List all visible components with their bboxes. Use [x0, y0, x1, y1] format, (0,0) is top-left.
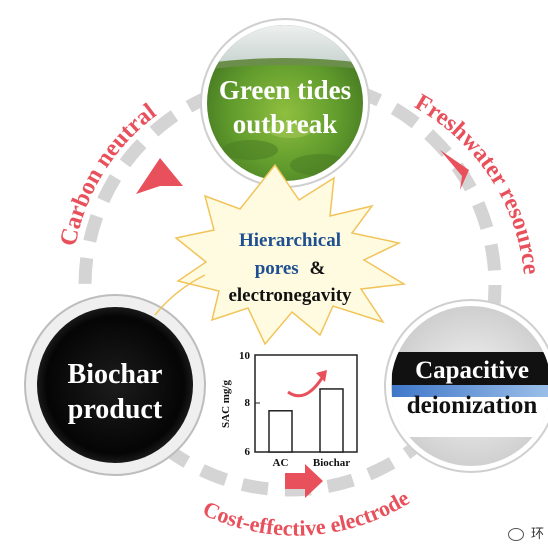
bar-biochar — [319, 388, 344, 453]
node-label-capacitive-line1: Capacitive — [415, 357, 529, 384]
y-tick-label-10: 10 — [239, 350, 251, 362]
node-capacitive-deionization — [384, 299, 548, 473]
bar-ac — [268, 410, 293, 453]
center-starburst — [174, 163, 407, 346]
node-label-capacitive-line2: deionization — [407, 392, 538, 419]
center-text-pores: pores — [255, 258, 299, 279]
inset-bar-chart: SAC mg/g 10 8 6 AC Biochar — [220, 350, 358, 469]
arrow-freshwater-icon — [440, 150, 469, 190]
arrow-cost-effective-icon — [285, 464, 323, 498]
arrow-carbon-neutral-icon — [136, 158, 183, 194]
center-text-ampersand: & — [309, 258, 325, 279]
center-text-electronegavity: electronegavity — [228, 285, 352, 306]
y-tick-label-6: 6 — [245, 446, 251, 458]
arc-label-freshwater-resource: Freshwater resource — [410, 89, 544, 276]
arc-label-carbon-neutral: Carbon neutral — [56, 99, 162, 249]
x-tick-label-ac: AC — [273, 457, 289, 469]
increase-arrowhead-icon — [316, 370, 327, 382]
y-axis-label: SAC mg/g — [220, 380, 232, 428]
watermark: 环 — [507, 523, 544, 542]
watermark-text: 环 — [530, 527, 544, 542]
callout-connector — [154, 274, 206, 316]
node-biochar-product — [24, 294, 206, 476]
node-label-green-tides-line1: Green tides — [219, 75, 351, 105]
node-label-biochar-line2: product — [68, 394, 163, 425]
center-text-pores-line: pores & — [255, 258, 326, 279]
wechat-icon — [507, 528, 524, 541]
center-text-hierarchical: Hierarchical — [239, 230, 341, 251]
node-label-biochar-line1: Biochar — [68, 359, 163, 390]
node-label-green-tides-line2: outbreak — [233, 109, 338, 139]
y-tick-label-8: 8 — [245, 397, 251, 409]
increase-arrow-icon — [287, 377, 324, 398]
x-tick-label-biochar: Biochar — [313, 457, 350, 469]
